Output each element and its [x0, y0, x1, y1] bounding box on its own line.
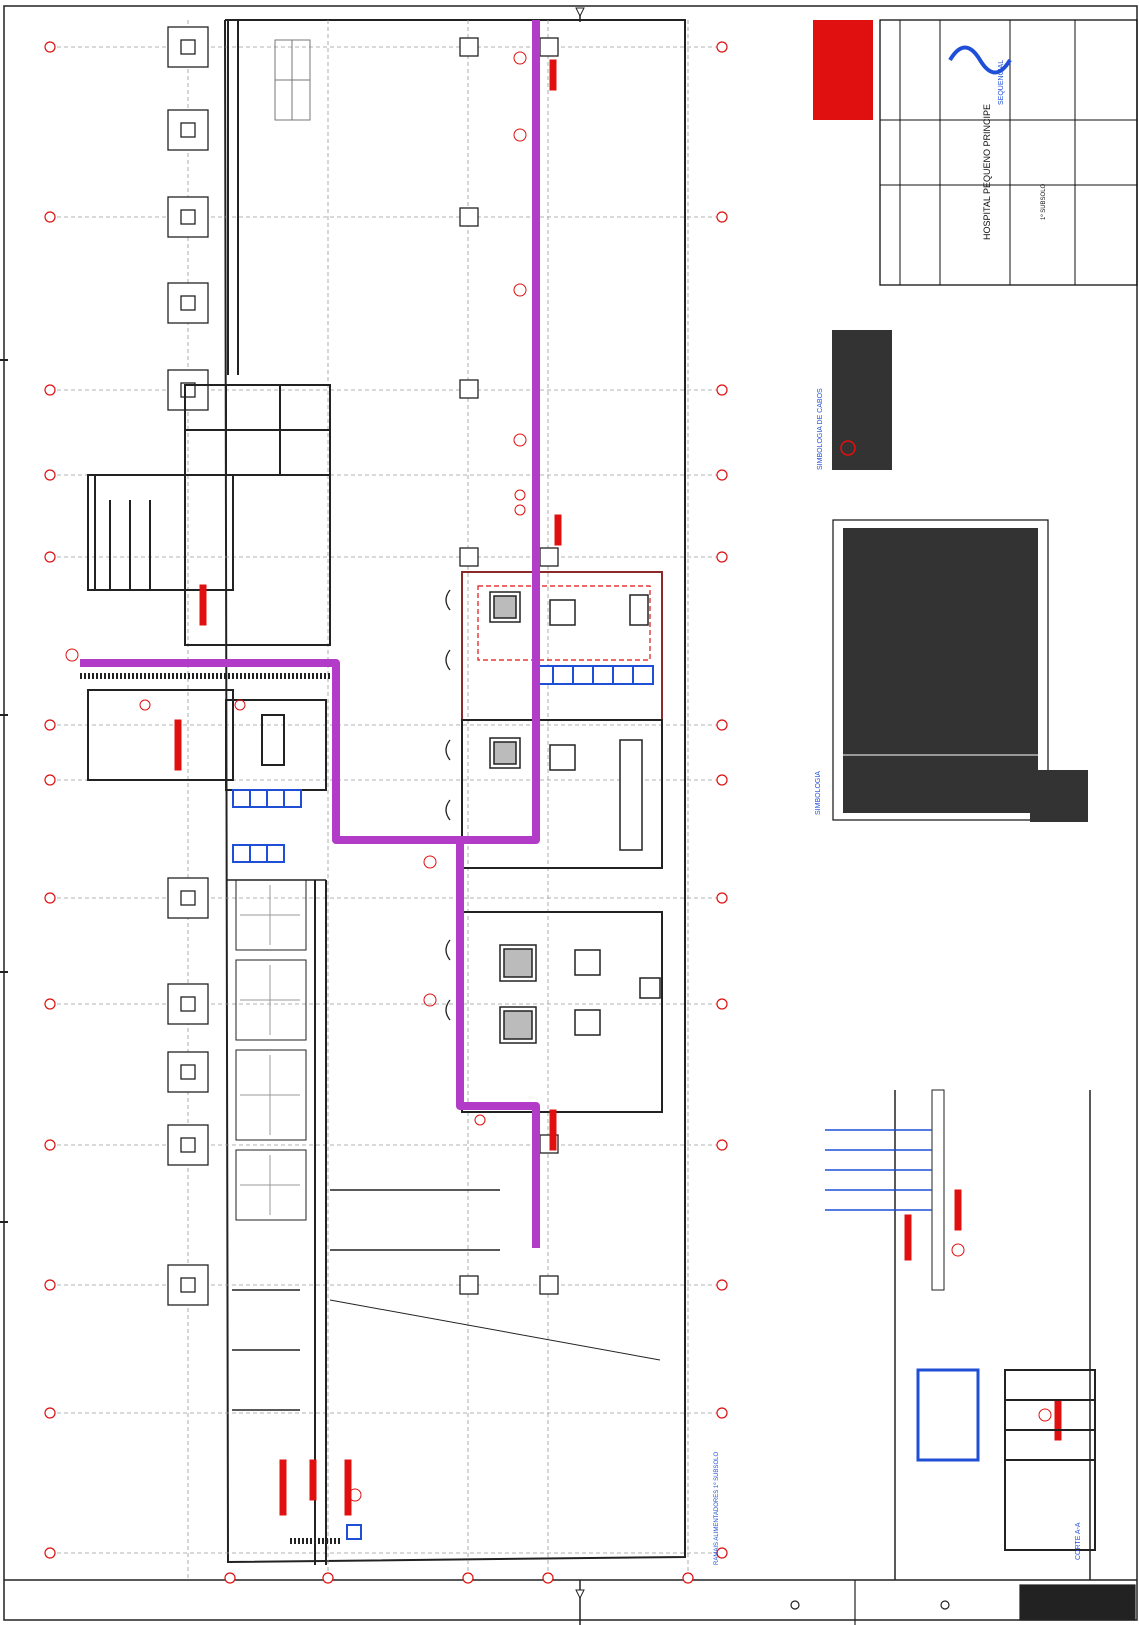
cable-symbology-title: SIMBOLOGIA DE CABOS — [817, 388, 824, 470]
blue-panels — [232, 665, 654, 1540]
project-title: HOSPITAL PEQUENO PRINCIPE — [982, 104, 992, 240]
grid-bubbles — [44, 41, 728, 1584]
sheet-border — [0, 5, 1138, 1621]
company-logo-text: SEQUENCIAL — [998, 60, 1005, 105]
plan-label: RAMAIS ALIMENTADORES 1º SUBSOLO — [713, 1452, 720, 1565]
symbology-legend: SIMBOLOGIA — [815, 519, 1088, 822]
interior-walls — [87, 20, 661, 1565]
structural-columns — [167, 26, 559, 1306]
sheet-subtitle: 1º SUBSOLO — [1040, 183, 1047, 220]
tray-hatching — [80, 673, 340, 1544]
window-grids — [240, 885, 300, 1215]
cable-symbology-legend: SIMBOLOGIA DE CABOS — [817, 330, 892, 470]
section-label: CORTE A-A — [1075, 1522, 1082, 1560]
red-annotations — [65, 51, 1062, 1516]
section-detail: CORTE A-A — [825, 1089, 1096, 1580]
title-block: SEQUENCIAL HOSPITAL PEQUENO PRINCIPE 1º … — [813, 19, 1138, 286]
structural-grid — [50, 20, 720, 1578]
equipment-symbols — [489, 591, 661, 1044]
plan-label-group: RAMAIS ALIMENTADORES 1º SUBSOLO — [713, 1452, 720, 1565]
cable-tray-route — [80, 20, 540, 1248]
symbology-title: SIMBOLOGIA — [815, 771, 822, 815]
bottom-strip — [790, 1580, 1136, 1625]
building-outline — [224, 7, 686, 1625]
